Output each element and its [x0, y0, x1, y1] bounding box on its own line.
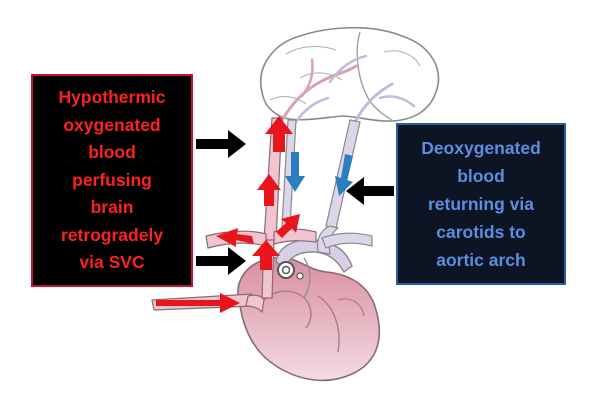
red-arrow-center-up	[252, 240, 280, 270]
right-label-line: aortic arch	[436, 250, 526, 270]
right-label-line: carotids to	[436, 222, 526, 242]
oxygenated-flow-arrows	[156, 116, 300, 313]
left-label-line: oxygenated	[63, 114, 161, 135]
right-label-line: blood	[457, 166, 505, 186]
deoxygenated-flow-arrows	[285, 152, 353, 196]
blue-arrow-left-carotid	[285, 152, 305, 192]
right-label-line: returning via	[428, 194, 534, 214]
red-arrow-left-branch	[216, 228, 254, 247]
left-label-line: retrogradely	[60, 224, 164, 245]
red-arrow-neck-upper	[265, 116, 293, 152]
red-arrow-svc-inflow	[156, 293, 240, 313]
pointer-arrow-left-upper	[196, 130, 246, 158]
deoxygenated-return-label: Deoxygenated blood returning via carotid…	[396, 123, 566, 285]
brain-outline	[260, 26, 440, 122]
left-label-line: blood	[88, 142, 136, 163]
left-label-line: brain	[90, 197, 134, 218]
red-arrow-neck-lower	[257, 174, 281, 206]
right-label-line: Deoxygenated	[421, 138, 541, 158]
heart	[237, 256, 381, 382]
left-label-line: via SVC	[79, 252, 145, 273]
blue-arrow-right-carotid	[335, 154, 353, 196]
oxygenated-perfusion-label: Hypothermic oxygenated blood perfusing b…	[31, 74, 193, 287]
red-arrow-right-branch	[276, 214, 300, 238]
cerebral-vessels	[280, 54, 416, 126]
left-label-line: perfusing	[72, 169, 152, 190]
left-label-line: Hypothermic	[58, 87, 166, 108]
pointer-arrows	[196, 130, 394, 275]
pointer-arrow-left-lower	[196, 247, 246, 275]
pointer-arrow-right	[346, 177, 394, 205]
